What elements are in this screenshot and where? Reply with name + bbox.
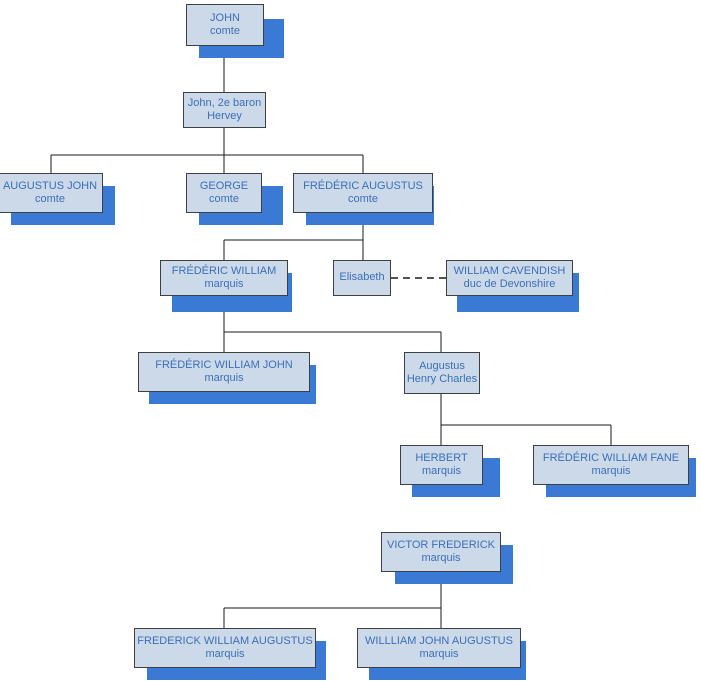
node-augustus-henry-charles-name: Augustus bbox=[419, 359, 465, 372]
node-herbert[interactable]: HERBERT marquis bbox=[400, 445, 483, 485]
node-augustus-henry-charles-title: Henry Charles bbox=[406, 373, 478, 385]
node-john-name: JOHN bbox=[210, 11, 240, 24]
node-augustus-john-name: AUGUSTUS JOHN bbox=[2, 179, 98, 192]
node-elisabeth[interactable]: Elisabeth bbox=[333, 260, 391, 296]
node-frederick-william-augustus-name: FREDERICK WILLIAM AUGUSTUS bbox=[137, 634, 313, 647]
node-frederic-augustus[interactable]: FRÉDÉRIC AUGUSTUS comte bbox=[293, 173, 433, 213]
node-john-2e-baron-hervey-name: John, 2e baron bbox=[187, 96, 262, 109]
node-augustus-john[interactable]: AUGUSTUS JOHN comte bbox=[0, 173, 103, 213]
node-frederic-william-fane-title: marquis bbox=[591, 465, 631, 477]
node-elisabeth-name: Elisabeth bbox=[339, 271, 385, 284]
node-frederic-william-title: marquis bbox=[204, 278, 244, 290]
node-frederick-william-augustus-title: marquis bbox=[205, 648, 245, 660]
node-willliam-john-augustus[interactable]: WILLLIAM JOHN AUGUSTUS marquis bbox=[357, 628, 521, 668]
node-frederic-augustus-name: FRÉDÉRIC AUGUSTUS bbox=[303, 179, 423, 192]
node-willliam-john-augustus-title: marquis bbox=[419, 648, 459, 660]
node-john-2e-baron-hervey-title: Hervey bbox=[207, 110, 242, 122]
node-victor-frederick-name: VICTOR FREDERICK bbox=[387, 538, 495, 551]
node-george[interactable]: GEORGE comte bbox=[186, 173, 262, 213]
node-herbert-name: HERBERT bbox=[415, 451, 468, 464]
node-william-cavendish[interactable]: WILLIAM CAVENDISH duc de Devonshire bbox=[446, 260, 573, 296]
node-frederic-william-fane-name: FRÉDÉRIC WILLIAM FANE bbox=[542, 451, 680, 464]
node-frederick-william-augustus[interactable]: FREDERICK WILLIAM AUGUSTUS marquis bbox=[134, 628, 316, 668]
node-george-name: GEORGE bbox=[199, 179, 249, 192]
node-frederic-william-john-title: marquis bbox=[204, 372, 244, 384]
node-frederic-william-fane[interactable]: FRÉDÉRIC WILLIAM FANE marquis bbox=[533, 445, 689, 485]
node-frederic-augustus-title: comte bbox=[348, 193, 378, 205]
node-john-title: comte bbox=[210, 25, 240, 37]
node-frederic-william-name: FRÉDÉRIC WILLIAM bbox=[171, 264, 277, 277]
node-herbert-title: marquis bbox=[421, 465, 462, 477]
node-willliam-john-augustus-name: WILLLIAM JOHN AUGUSTUS bbox=[365, 634, 513, 647]
node-frederic-william-john-name: FRÉDÉRIC WILLIAM JOHN bbox=[155, 358, 293, 371]
node-john-2e-baron-hervey[interactable]: John, 2e baron Hervey bbox=[183, 92, 266, 128]
node-frederic-william-john[interactable]: FRÉDÉRIC WILLIAM JOHN marquis bbox=[138, 352, 310, 392]
node-george-title: comte bbox=[209, 193, 239, 205]
node-william-cavendish-title: duc de Devonshire bbox=[463, 278, 556, 290]
node-victor-frederick[interactable]: VICTOR FREDERICK marquis bbox=[381, 532, 501, 572]
node-victor-frederick-title: marquis bbox=[421, 552, 461, 564]
node-augustus-henry-charles[interactable]: Augustus Henry Charles bbox=[404, 352, 480, 394]
node-augustus-john-title: comte bbox=[35, 193, 65, 205]
node-frederic-william[interactable]: FRÉDÉRIC WILLIAM marquis bbox=[160, 260, 288, 296]
node-john[interactable]: JOHN comte bbox=[186, 4, 264, 46]
node-william-cavendish-name: WILLIAM CAVENDISH bbox=[453, 264, 566, 277]
